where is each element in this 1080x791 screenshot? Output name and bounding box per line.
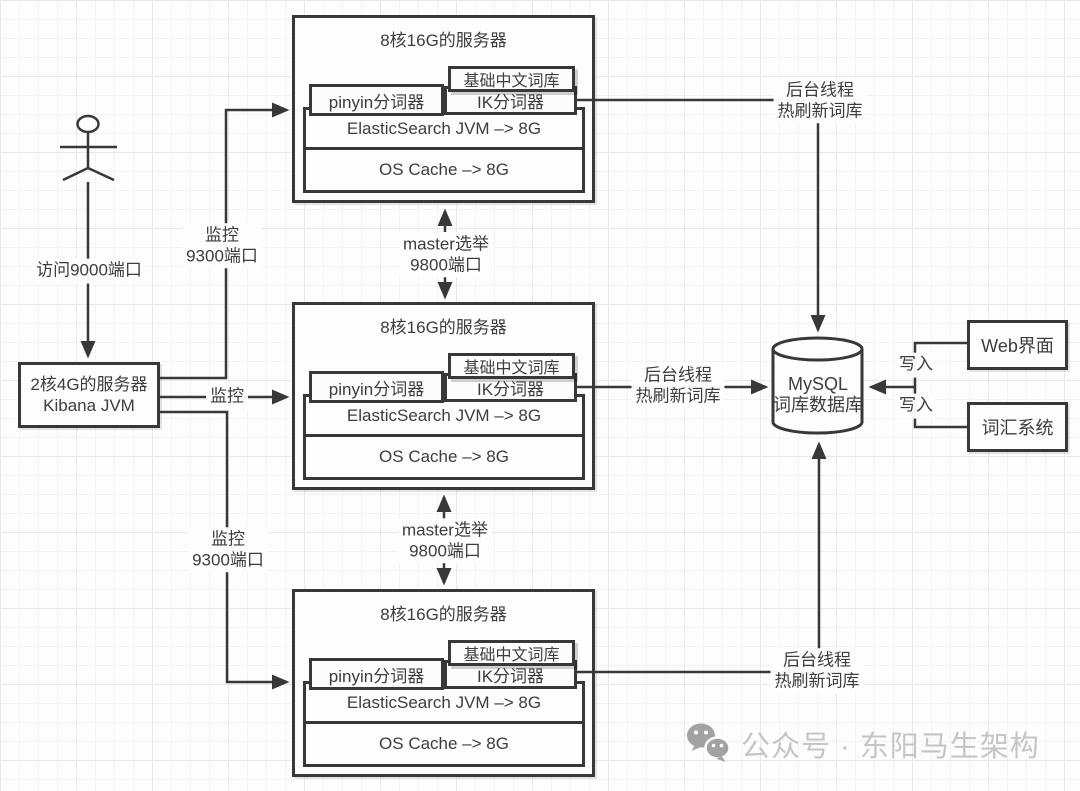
monitor-9300-label-bottom: 监控 9300端口 [188,527,268,573]
top-server-to-mysql-line [577,98,826,333]
es-server-box-2: 8核16G的服务器 ElasticSearch JVM –> 8G OS Cac… [292,302,595,490]
vocab-system-box: 词汇系统 [967,402,1068,452]
base-chinese-dict-box: 基础中文词库 [448,353,575,379]
server-title: 8核16G的服务器 [380,31,507,50]
mysql-db-cylinder [771,336,864,435]
server-title: 8核16G的服务器 [380,605,507,624]
pinyin-tokenizer-box: pinyin分词器 [309,658,444,690]
pinyin-tokenizer-box: pinyin分词器 [309,84,444,116]
monitor-label-middle: 监控 [206,384,248,410]
kibana-server-box: 2核4G的服务器 Kibana JVM [18,362,160,428]
server-title: 8核16G的服务器 [380,318,507,337]
os-cache-bar: OS Cache –> 8G [379,447,509,466]
base-chinese-dict-box: 基础中文词库 [448,640,575,666]
os-cache-bar: OS Cache –> 8G [379,734,509,753]
es-process-container: ElasticSearch JVM –> 8G OS Cache –> 8G [303,107,585,193]
pinyin-tokenizer-box: pinyin分词器 [309,371,444,403]
master-election-label-2: master选举 9800端口 [398,518,492,564]
es-jvm-bar: ElasticSearch JVM –> 8G [306,397,582,437]
web-ui-box: Web界面 [967,320,1068,370]
mysql-db-label: MySQL 词库数据库 [773,374,863,415]
es-process-container: ElasticSearch JVM –> 8G OS Cache –> 8G [303,394,585,480]
es-jvm-bar: ElasticSearch JVM –> 8G [306,110,582,150]
monitor-9300-label-top: 监控 9300端口 [182,223,262,269]
watermark: 公众号 · 东阳马生架构 [686,722,1040,765]
master-election-label-1: master选举 9800端口 [399,232,493,278]
wechat-icon [687,723,731,762]
kibana-server-label: 2核4G的服务器 Kibana JVM [30,375,148,415]
user-icon [60,114,117,182]
es-server-box-1: 8核16G的服务器 ElasticSearch JVM –> 8G OS Cac… [292,15,595,203]
write-label-top: 写入 [895,352,937,378]
es-jvm-bar: ElasticSearch JVM –> 8G [306,684,582,724]
es-process-container: ElasticSearch JVM –> 8G OS Cache –> 8G [303,681,585,767]
hot-refresh-label-middle: 后台线程 热刷新词库 [631,363,725,409]
write-label-bottom: 写入 [895,393,937,419]
bottom-server-to-mysql-line [577,441,827,674]
os-cache-bar: OS Cache –> 8G [379,160,509,179]
hot-refresh-label-top: 后台线程 热刷新词库 [773,78,867,124]
es-server-box-3: 8核16G的服务器 ElasticSearch JVM –> 8G OS Cac… [292,589,595,777]
hot-refresh-label-bottom: 后台线程 热刷新词库 [770,648,864,694]
base-chinese-dict-box: 基础中文词库 [448,66,575,92]
write-junction-line [913,341,967,429]
watermark-text: 公众号 · 东阳马生架构 [741,730,1040,763]
access-port-label: 访问9000端口 [32,258,146,284]
